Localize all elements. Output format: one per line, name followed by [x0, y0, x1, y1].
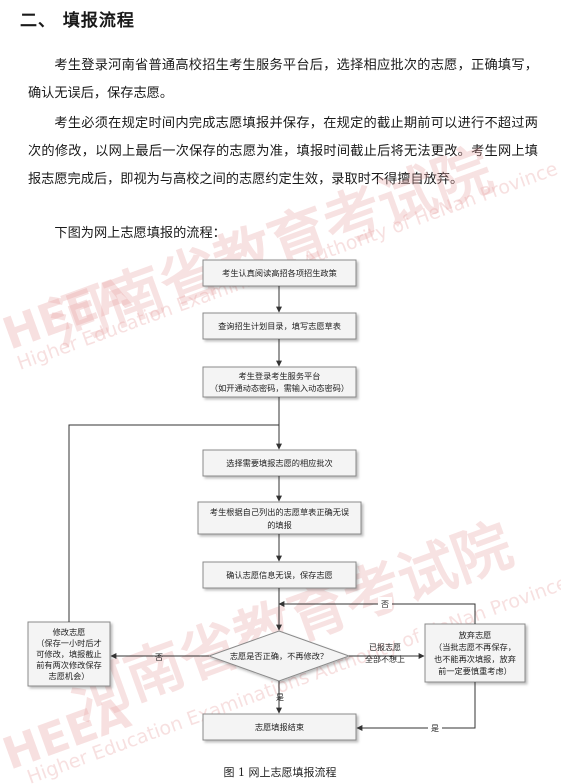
abandon-box: [424, 623, 526, 683]
modify-line3: 可修改，填报截止: [36, 649, 102, 659]
step-fill-in-line2: 的填报: [267, 520, 292, 530]
abandon-line3: 也不能再次填报，放弃: [434, 654, 516, 664]
modify-line1: 修改志愿: [53, 627, 86, 637]
step-fill-in-line1: 考生根据自己列出的志愿草表正确无误: [210, 507, 349, 517]
paragraph-intro: 下图为网上志愿填报的流程：: [54, 226, 226, 241]
step-fill-in: [197, 501, 362, 535]
modify-line5: 志愿机会）: [49, 671, 90, 681]
modify-box: [27, 621, 111, 687]
step-query-plan-text: 查询招生计划目录，填写志愿草表: [218, 321, 341, 331]
abandon-line1: 放弃志愿: [459, 630, 492, 640]
paragraph-login: 考生登录河南省普通高校招生考生服务平台后，选择相应批次的志愿，正确填写，确认无误…: [28, 58, 538, 101]
step-confirm-save-text: 确认志愿信息无误，保存志愿: [226, 570, 332, 580]
modify-line4: 前有两次修改保存: [36, 660, 102, 670]
paragraph-rules: 考生必须在规定时间内完成志愿填报并保存，在规定的截止期前可以进行不超过两次的修改…: [28, 116, 538, 187]
label-no-top: 否: [381, 600, 389, 609]
label-abandon-line2: 全部不想上: [365, 654, 405, 664]
step-read-policy-text: 考生认真阅读高招各项招生政策: [222, 268, 337, 278]
step-select-batch-text: 选择需要填报志愿的相应批次: [226, 458, 332, 468]
step-confirm-save: [202, 561, 357, 589]
step-login-platform-line2: （如开通动态密码，需输入动态密码）: [210, 383, 349, 393]
step-login-platform-line1: 考生登录考生服务平台: [239, 371, 321, 381]
label-yes-down: 是: [276, 693, 284, 702]
abandon-line2: （当批志愿不再保存，: [434, 642, 516, 652]
decision-text: 志愿是否正确，不再修改？: [230, 651, 328, 661]
abandon-line4: 前一定要慎重考虑）: [438, 666, 512, 676]
figure-caption: 图 1 网上志愿填报流程: [224, 765, 337, 779]
end-text: 志愿填报结束: [255, 722, 304, 732]
label-no-left: 否: [155, 653, 163, 662]
end-box: [202, 713, 357, 741]
label-yes-bottom: 是: [431, 724, 439, 733]
flow-connectors: [68, 286, 476, 731]
modify-line2: （保存一小时后才: [36, 638, 102, 648]
step-read-policy: [202, 259, 357, 287]
step-query-plan: [202, 312, 357, 340]
section-heading: 二、 填报流程: [20, 11, 135, 31]
label-abandon-line1: 已报志愿: [369, 642, 401, 652]
step-login-platform: [202, 366, 357, 398]
